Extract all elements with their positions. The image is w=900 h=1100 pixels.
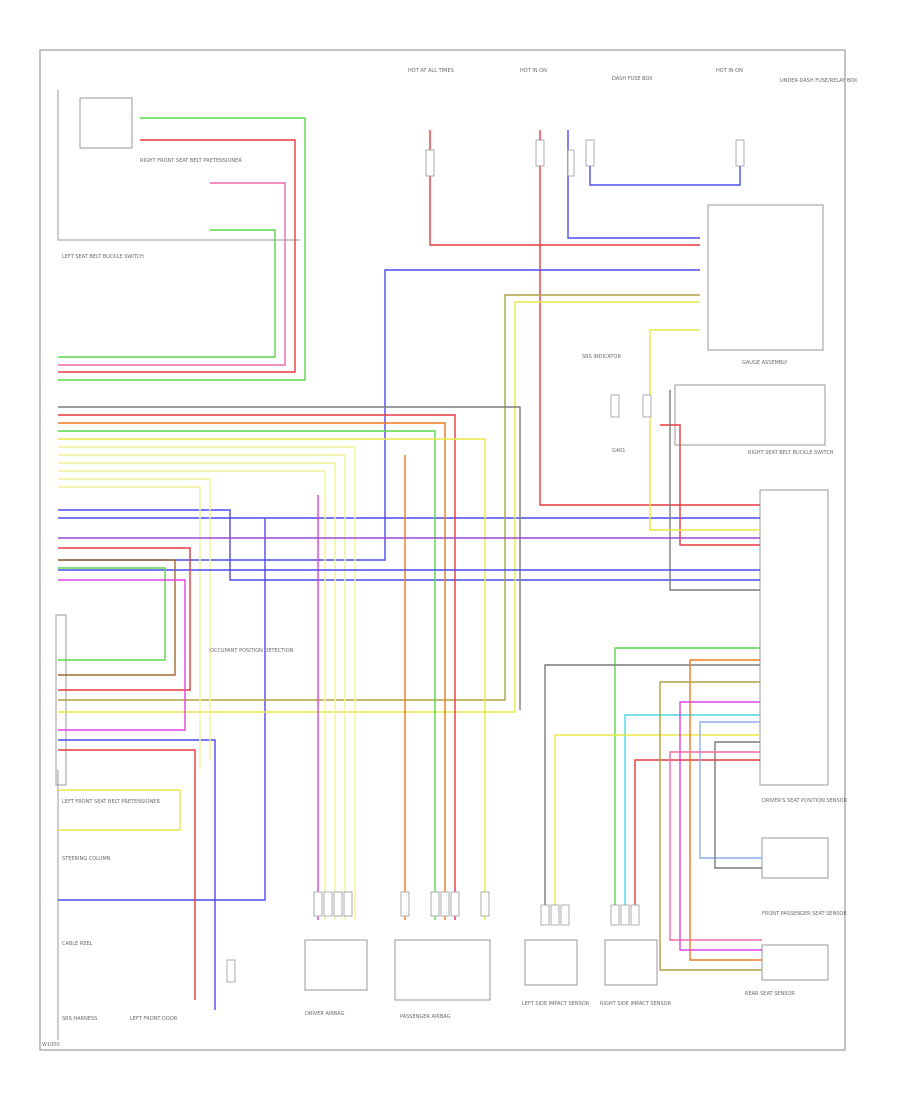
wire-olive-ps (659, 681, 762, 971)
wire-yellow-bundle (58, 438, 486, 920)
label-left-front-door: LEFT FRONT DOOR (130, 1016, 178, 1022)
wire-brown-loop (58, 559, 176, 676)
label-rear-sensor: REAR SEAT SENSOR (745, 991, 795, 997)
label-srs-indicator: SRS INDICATOR (582, 354, 621, 360)
wire-red-top-2 (539, 130, 760, 506)
diagram-frame (39, 49, 846, 1051)
driver-sensor-box (761, 837, 829, 879)
wire-yellow-srs (649, 505, 760, 531)
wire-blue-2 (58, 509, 760, 581)
wire-cyan-rs (624, 714, 760, 920)
wire-gray-1 (58, 406, 521, 710)
wire-magenta-ps (679, 701, 762, 951)
wire-magenta-loop (58, 579, 186, 731)
wire-blue-5 (58, 518, 266, 901)
wire-yellow-ind (649, 329, 700, 505)
wire-green-2 (58, 229, 276, 358)
wire-blue-top (589, 140, 741, 186)
wire-pink-ps (669, 751, 762, 941)
label-right-side-sensor: RIGHT SIDE IMPACT SENSOR (600, 1001, 672, 1007)
wire-green-rs (614, 647, 760, 920)
right-side-sensor-box (604, 939, 658, 986)
wire-green-1 (58, 117, 306, 381)
label-steering-column: STEERING COLUMN (62, 856, 111, 862)
label-driver-seat-sensor: DRIVER'S SEAT POSITION SENSOR (762, 798, 848, 804)
wire-lyellow-3 (58, 462, 336, 920)
wire-blue-4 (58, 739, 216, 1010)
label-underdash: UNDER-DASH FUSE/RELAY BOX (780, 78, 858, 84)
footer-code: W1000 (42, 1042, 60, 1048)
label-gauge: GAUGE ASSEMBLY (742, 360, 788, 366)
label-left-front-seat: LEFT FRONT SEAT BELT PRETENSIONER (62, 799, 160, 805)
label-ground: G401 (612, 448, 625, 454)
passenger-sensor-box (761, 944, 829, 981)
left-side-sensor-box (524, 939, 578, 986)
label-right-buckle: RIGHT SEAT BELT BUCKLE SWITCH (748, 450, 834, 456)
wire-red-loop (58, 547, 191, 691)
wire-lyellow-6 (58, 486, 201, 770)
label-driver-airbag: DRIVER AIRBAG (305, 1011, 345, 1017)
wire-lyellow-5 (58, 478, 211, 760)
label-occupant-position: OCCUPANT POSITION DETECTION (210, 648, 294, 654)
wire-red-lower (58, 749, 196, 1000)
passenger-airbag-box (394, 939, 491, 1001)
wire-green-loop (58, 567, 166, 661)
wire-yellow-gauge (58, 301, 700, 713)
wire-red-top-1 (429, 130, 700, 246)
wire-lblue-ds (699, 721, 762, 859)
label-left-buckle: LEFT SEAT BELT BUCKLE SWITCH (62, 254, 144, 260)
label-hot-2: HOT IN ON (520, 68, 547, 74)
label-left-side-sensor: LEFT SIDE IMPACT SENSOR (522, 1001, 590, 1007)
wire-yellow-ls (554, 734, 760, 920)
wire-red-rs (634, 759, 760, 920)
wire-gray-ls (544, 664, 760, 920)
wire-orange-ps (689, 659, 762, 961)
wire-lyellow-4 (58, 470, 326, 920)
seat-belt-switch-box (674, 384, 826, 446)
label-front-passenger-sensor: FRONT PASSENGER SEAT SENSOR (762, 911, 847, 917)
gauge-assembly-box (707, 204, 824, 351)
wire-olive-1 (58, 294, 700, 701)
label-hot-1: HOT AT ALL TIMES (408, 68, 454, 74)
airbag-connectors (226, 139, 745, 983)
wire-red-bundle (58, 414, 456, 920)
label-hot-3: HOT IN ON (716, 68, 743, 74)
srs-unit-box (759, 489, 829, 786)
wire-yellow-lower (58, 789, 181, 831)
wire-gray-ds (714, 741, 762, 869)
wire-gray-srs (669, 390, 760, 591)
label-fuse-note: DASH FUSE BOX (612, 76, 653, 82)
driver-airbag-box (304, 939, 368, 991)
label-srs-harness: SRS HARNESS (62, 1016, 97, 1022)
label-pretensioner: RIGHT FRONT SEAT BELT PRETENSIONER (140, 158, 242, 164)
pretensioner-box (79, 97, 133, 149)
wire-red-1 (58, 139, 296, 373)
wire-lyellow-2 (58, 454, 346, 920)
left-bracket (57, 90, 300, 241)
wire-green-bundle (58, 430, 436, 920)
wire-lyellow-1 (58, 446, 356, 920)
wire-pink-1 (58, 182, 286, 366)
wire-orange-bundle (58, 422, 446, 920)
label-passenger-airbag: PASSENGER AIRBAG (400, 1014, 451, 1020)
label-cable-reel: CABLE REEL (62, 941, 93, 947)
